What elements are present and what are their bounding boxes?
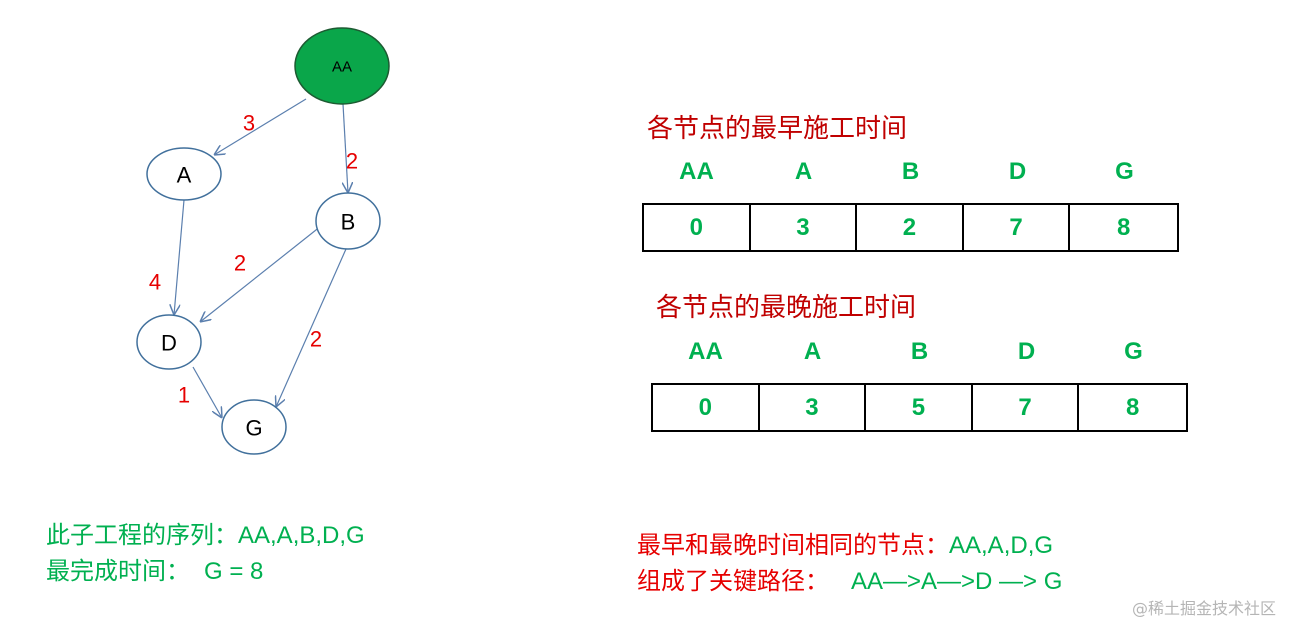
- node-label-a: A: [177, 163, 192, 188]
- node-label-b: B: [341, 210, 356, 235]
- node-b: [315, 192, 381, 250]
- edge-a-d: [174, 199, 185, 315]
- same-nodes-label: 最早和最晚时间相同的节点：: [637, 531, 949, 559]
- latest-value-cell: 0: [653, 385, 760, 430]
- edge-aa-b: [343, 103, 348, 193]
- earliest-value-cell: 7: [964, 205, 1071, 250]
- edge-weight-label: 4: [149, 270, 161, 295]
- edge-weight-label: 2: [346, 149, 358, 174]
- node-label-aa: AA: [332, 59, 352, 76]
- earliest-header-row: AA A B D G: [643, 158, 1178, 186]
- critical-path-label: 组成了关键路径：: [637, 567, 829, 595]
- edge-b-d: [200, 225, 322, 322]
- earliest-value-cell: 8: [1116, 214, 1131, 241]
- edge-weight-label: 1: [178, 383, 190, 408]
- node-a: [146, 147, 222, 201]
- watermark: @稀土掘金技术社区: [1131, 599, 1276, 618]
- earliest-values-row: 0 3 2 7 8: [642, 203, 1179, 252]
- sequence-label: 此子工程的序列：: [46, 521, 238, 549]
- earliest-header-cell: A: [794, 158, 813, 185]
- latest-value-cell: 7: [973, 385, 1080, 430]
- latest-table-title: 各节点的最晚施工时间: [656, 293, 917, 323]
- edge-weight-label: 3: [243, 111, 255, 136]
- latest-header-cell: B: [910, 338, 929, 365]
- latest-value-cell: 5: [866, 385, 973, 430]
- earliest-value-cell: 2: [857, 205, 964, 250]
- latest-header-cell: A: [803, 338, 822, 365]
- sequence-note: 此子工程的序列：AA,A,B,D,G: [46, 518, 365, 553]
- edge-d-g: [192, 366, 222, 418]
- latest-value-cell: 3: [760, 385, 867, 430]
- latest-header-cell: AA: [688, 338, 723, 365]
- node-g: [221, 399, 287, 455]
- finish-time-label: 最完成时间：: [46, 557, 190, 585]
- latest-header-cell: D: [1017, 338, 1036, 365]
- latest-values-row: 0 3 5 7 8: [651, 383, 1188, 432]
- node-aa: [294, 27, 390, 105]
- node-label-g: G: [245, 416, 262, 441]
- sequence-value: AA,A,B,D,G: [238, 522, 365, 549]
- edge-weight-label: 2: [234, 251, 246, 276]
- latest-header-cell: G: [1124, 338, 1143, 365]
- finish-time-note: 最完成时间： G = 8: [46, 554, 263, 589]
- earliest-header-cell: G: [1115, 158, 1134, 185]
- critical-path-note: 组成了关键路径： AA—>A—>D —> G: [637, 564, 1062, 599]
- latest-value-cell: 8: [1125, 394, 1140, 421]
- node-label-d: D: [161, 331, 177, 356]
- earliest-header-cell: AA: [679, 158, 714, 185]
- finish-time-value: G = 8: [204, 558, 264, 585]
- earliest-header-cell: D: [1008, 158, 1027, 185]
- earliest-table-title: 各节点的最早施工时间: [647, 114, 908, 144]
- latest-header-row: AA A B D G: [652, 338, 1187, 366]
- edge-aa-a: [214, 98, 307, 155]
- earliest-header-cell: B: [901, 158, 920, 185]
- same-nodes-note: 最早和最晚时间相同的节点：AA,A,D,G: [637, 528, 1053, 563]
- edge-b-g: [276, 248, 347, 407]
- earliest-value-cell: 3: [751, 205, 858, 250]
- same-nodes-value: AA,A,D,G: [949, 532, 1054, 559]
- edge-weight-label: 2: [310, 327, 322, 352]
- critical-path-value: AA—>A—>D —> G: [851, 568, 1063, 595]
- earliest-value-cell: 0: [644, 205, 751, 250]
- node-d: [136, 314, 202, 370]
